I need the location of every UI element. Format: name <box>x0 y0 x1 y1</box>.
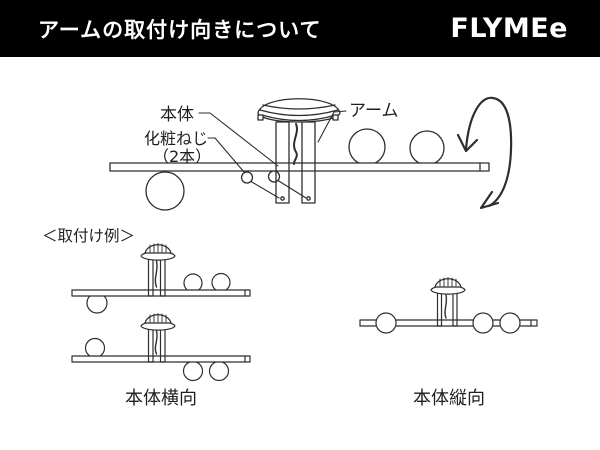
screw-1 <box>240 171 254 184</box>
main-arm-bar <box>109 162 490 172</box>
strap-right-hole <box>306 196 311 201</box>
main-canopy-ring-3 <box>261 114 337 122</box>
ball <box>211 272 231 293</box>
main-ball-top-1 <box>348 128 386 166</box>
ball <box>208 360 230 382</box>
caption-vertical: 本体縦向 <box>413 388 485 409</box>
main-ball-left <box>145 171 185 211</box>
screw-2 <box>267 170 281 183</box>
rotation-arrow-head-bottom <box>479 190 500 210</box>
canopy-hatch <box>149 243 167 253</box>
arm-bar <box>359 319 538 327</box>
examples-heading: ＜取付け例＞ <box>42 227 135 245</box>
main-ball-top-2 <box>409 130 445 166</box>
diagram-svg: 本体 化粧ねじ （2本） アーム ＜取付け例＞ <box>42 96 538 409</box>
main-canopy-ring-1 <box>262 104 336 110</box>
leader-screws <box>207 137 245 173</box>
caption-horizontal: 本体横向 <box>125 388 197 409</box>
ball <box>375 312 397 334</box>
leader-arm <box>317 110 347 143</box>
main-canopy-tab-right <box>332 114 339 121</box>
main-cord <box>292 123 298 165</box>
example-horizontal-2 <box>71 313 251 382</box>
main-strap-left <box>275 121 290 204</box>
main-canopy-tab-left <box>257 114 264 121</box>
ball <box>182 360 204 382</box>
ball <box>84 337 106 359</box>
label-arm: アーム <box>349 101 398 121</box>
screw-2-insert-line <box>277 179 307 199</box>
header-bar: アームの取付け向きについて FLYMEe <box>0 0 600 57</box>
main-canopy-ring-2 <box>259 109 339 117</box>
main-diagram <box>109 96 513 211</box>
brand-logo: FLYMEe <box>450 13 568 44</box>
label-screws: 化粧ねじ <box>144 129 208 148</box>
cord <box>154 330 158 355</box>
strap-left-hole <box>280 196 285 201</box>
page-title: アームの取付け向きについて <box>38 17 322 42</box>
rotation-arrow-arc <box>464 96 513 208</box>
instruction-diagram: 本体 化粧ねじ （2本） アーム ＜取付け例＞ <box>0 57 600 450</box>
label-body: 本体 <box>160 105 194 125</box>
ball <box>183 273 203 293</box>
cord <box>444 294 448 319</box>
ball <box>499 312 521 334</box>
cord <box>154 260 158 288</box>
rotation-arrow-head-top <box>456 133 479 153</box>
example-vertical <box>359 277 538 334</box>
main-canopy <box>257 98 341 123</box>
ball <box>472 312 494 334</box>
screw-1-insert-line <box>250 180 280 199</box>
canopy-hatch <box>439 277 457 287</box>
leader-body <box>198 112 279 167</box>
canopy-hatch <box>149 313 167 323</box>
example-horizontal-1 <box>71 243 251 314</box>
label-screws-count: （2本） <box>153 147 211 166</box>
